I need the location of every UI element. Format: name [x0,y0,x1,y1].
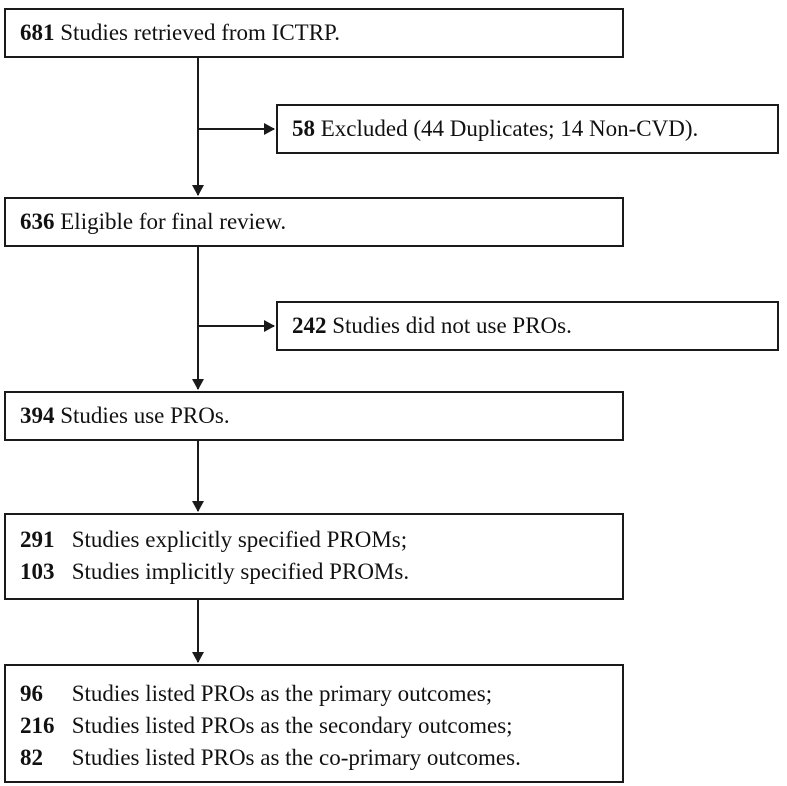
label: Studies use PROs. [60,403,230,428]
count: 394 [20,403,55,428]
count: 82 [20,745,43,770]
count: 216 [20,713,55,738]
label: Excluded (44 Duplicates; 14 Non-CVD). [320,116,699,141]
box-line: 96 Studies listed PROs as the primary ou… [20,678,622,710]
box-outcomes: 96 Studies listed PROs as the primary ou… [4,664,624,783]
box-use-pros: 394 Studies use PROs. [4,391,624,441]
box-line: 394 Studies use PROs. [20,400,622,432]
count: 103 [20,559,55,584]
box-line: 58 Excluded (44 Duplicates; 14 Non-CVD). [292,113,777,145]
count: 96 [20,681,43,706]
box-line: 681 Studies retrieved from ICTRP. [20,17,622,49]
box-line: 216 Studies listed PROs as the secondary… [20,710,622,742]
count: 58 [292,116,315,141]
label: Studies listed PROs as the co-primary ou… [71,745,521,770]
box-proms: 291 Studies explicitly specified PROMs; … [4,513,624,600]
label: Studies retrieved from ICTRP. [60,20,341,45]
label: Studies explicitly specified PROMs; [71,527,408,552]
count: 291 [20,527,55,552]
box-eligible: 636 Eligible for final review. [4,197,624,247]
count: 636 [20,209,55,234]
box-studies-retrieved: 681 Studies retrieved from ICTRP. [4,8,624,58]
box-line: 82 Studies listed PROs as the co-primary… [20,742,622,774]
label: Studies listed PROs as the secondary out… [71,713,513,738]
box-line: 636 Eligible for final review. [20,206,622,238]
box-excluded: 58 Excluded (44 Duplicates; 14 Non-CVD). [276,104,779,154]
box-no-pros: 242 Studies did not use PROs. [276,301,779,351]
count: 681 [20,20,55,45]
label: Studies implicitly specified PROMs. [71,559,410,584]
count: 242 [292,313,327,338]
label: Studies listed PROs as the primary outco… [71,681,493,706]
box-line: 103 Studies implicitly specified PROMs. [20,556,622,588]
label: Studies did not use PROs. [332,313,572,338]
box-line: 242 Studies did not use PROs. [292,310,777,342]
label: Eligible for final review. [60,209,287,234]
box-line: 291 Studies explicitly specified PROMs; [20,524,622,556]
